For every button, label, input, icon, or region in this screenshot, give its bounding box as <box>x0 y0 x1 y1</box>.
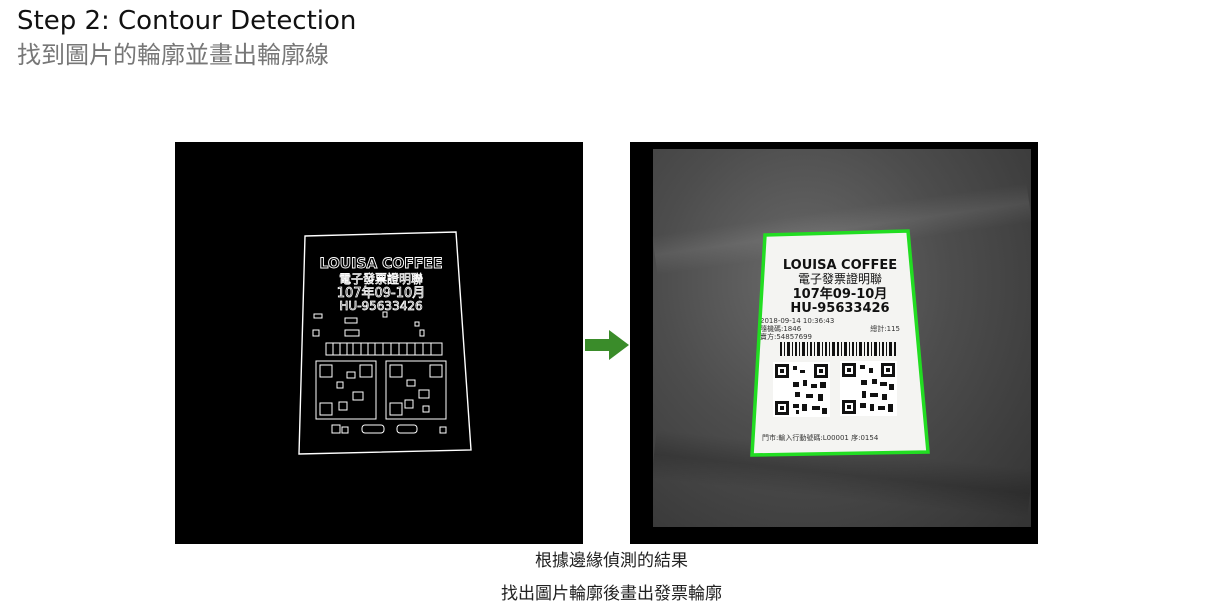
receipt-period: 107年09-10月 <box>793 286 888 302</box>
caption-line-1: 根據邊緣偵測的結果 <box>535 551 688 571</box>
receipt-qr-codes <box>773 361 897 417</box>
receipt-footer: 門市:輸入行動號碼:L00001 序:0154 <box>762 433 879 442</box>
arrow-right-icon <box>585 330 629 360</box>
contour-result-image: LOUISA COFFEE 電子發票證明聯 107年09-10月 HU-9563… <box>630 142 1038 544</box>
edge-barcode <box>325 342 443 356</box>
receipt-doc-type: 電子發票證明聯 <box>798 271 882 286</box>
receipt-barcode <box>780 342 896 356</box>
edge-period: 107年09-10月 <box>337 286 426 301</box>
caption-line-2: 找出圖片輪廓後畫出發票輪廓 <box>501 584 722 604</box>
edge-qr-codes <box>315 360 447 420</box>
edge-receipt-drawing: LOUISA COFFEE 電子發票證明聯 107年09-10月 HU-9563… <box>298 231 472 455</box>
edge-doc-type: 電子發票證明聯 <box>339 271 423 286</box>
edge-footer-marks <box>331 424 447 434</box>
edge-invoice-number: HU-95633426 <box>339 299 422 313</box>
slide-title: Step 2: Contour Detection <box>17 6 357 36</box>
receipt-seller: 賣方:54857699 <box>760 332 812 341</box>
edge-detection-image: LOUISA COFFEE 電子發票證明聯 107年09-10月 HU-9563… <box>175 142 583 544</box>
detected-contour-outline <box>750 229 930 457</box>
slide-subtitle: 找到圖片的輪廓並畫出輪廓線 <box>17 41 329 69</box>
edge-store-name: LOUISA COFFEE <box>319 256 442 272</box>
photo-receipt-drawing: LOUISA COFFEE 電子發票證明聯 107年09-10月 HU-9563… <box>750 229 930 457</box>
receipt-random-code: 隨機碼:1846 <box>760 324 802 333</box>
receipt-invoice-number: HU-95633426 <box>790 301 889 316</box>
receipt-total: 總計:115 <box>870 324 900 333</box>
receipt-store-name: LOUISA COFFEE <box>783 258 897 273</box>
edge-detail-marks <box>312 311 425 337</box>
receipt-datetime: 2018-09-14 10:36:43 <box>760 317 834 325</box>
